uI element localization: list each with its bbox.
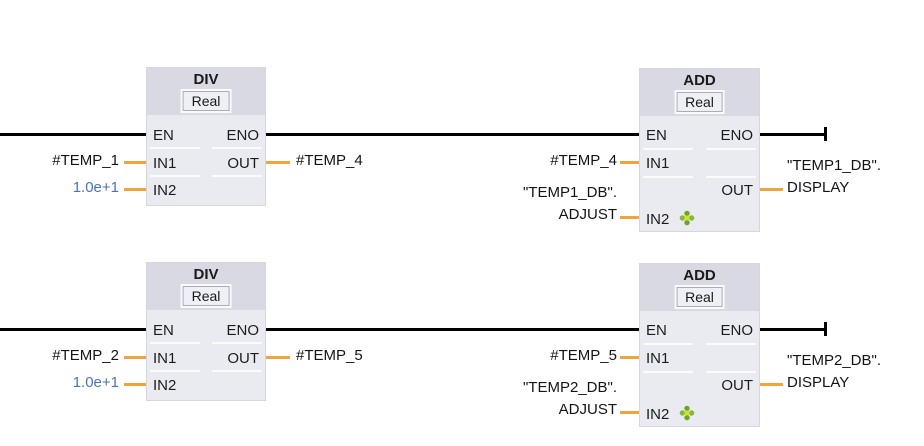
port-en: EN [153, 127, 174, 144]
port-separator [643, 176, 693, 178]
port-eno: ENO [720, 127, 753, 144]
port-out: OUT [721, 377, 753, 394]
operand-add-in2-line1[interactable]: "TEMP1_DB". [522, 184, 617, 201]
port-eno: ENO [226, 127, 259, 144]
port-eno: ENO [720, 322, 753, 339]
port-separator [150, 147, 200, 149]
operand-div-out[interactable]: #TEMP_4 [296, 152, 363, 169]
port-in1: IN1 [153, 155, 177, 172]
block-title: ADD [683, 267, 716, 284]
port-separator [150, 370, 200, 372]
db-tag-icon [679, 210, 695, 226]
operand-add-out-line2[interactable]: DISPLAY [787, 374, 850, 391]
port-separator [643, 148, 693, 150]
eno-wire-middle [266, 328, 639, 331]
operand-div-in2[interactable]: 1.0e+1 [72, 179, 119, 196]
eno-wire-middle [266, 133, 639, 136]
wire-div-out [266, 161, 290, 164]
wire-div-in2 [124, 188, 146, 191]
wire-div-in1 [124, 161, 146, 164]
wire-div-in2 [124, 383, 146, 386]
data-type-select[interactable]: Real [182, 286, 230, 306]
port-separator [150, 175, 200, 177]
port-separator [212, 175, 262, 177]
operand-add-in2-line2[interactable]: ADJUST [558, 401, 617, 418]
port-en: EN [646, 322, 667, 339]
operand-add-in1[interactable]: #TEMP_4 [550, 152, 617, 169]
port-in1: IN1 [646, 155, 670, 172]
port-in2: IN2 [153, 377, 177, 394]
data-type-select[interactable]: Real [182, 91, 230, 111]
operand-div-in1[interactable]: #TEMP_2 [52, 347, 119, 364]
port-in1: IN1 [153, 350, 177, 367]
port-in2: IN2 [646, 211, 670, 228]
add-block[interactable]: ADD Real EN IN1 ENO OUT IN2 [639, 68, 760, 232]
port-separator [643, 371, 693, 373]
block-title: DIV [193, 266, 219, 283]
wire-div-out [266, 356, 290, 359]
power-rail-left [0, 133, 146, 136]
eno-wire-right [760, 133, 825, 136]
port-out: OUT [227, 155, 259, 172]
port-separator [212, 342, 262, 344]
data-type-select[interactable]: Real [676, 287, 723, 307]
add-block[interactable]: ADD Real EN IN1 ENO OUT IN2 [639, 263, 760, 427]
port-out: OUT [721, 182, 753, 199]
port-in2: IN2 [153, 182, 177, 199]
operand-add-in1[interactable]: #TEMP_5 [550, 347, 617, 364]
wire-add-out [760, 188, 783, 191]
operand-add-in2-line2[interactable]: ADJUST [558, 206, 617, 223]
div-block[interactable]: DIV Real EN IN1 IN2 ENO OUT [146, 67, 266, 206]
port-separator [706, 371, 756, 373]
operand-add-out-line2[interactable]: DISPLAY [787, 179, 850, 196]
port-separator [212, 370, 262, 372]
fbd-network-2: #TEMP_2 1.0e+1 #TEMP_5 #TEMP_5 "TEMP2_DB… [0, 195, 924, 435]
fbd-network-1: #TEMP_1 1.0e+1 #TEMP_4 #TEMP_4 "TEMP1_DB… [0, 67, 882, 232]
port-en: EN [646, 127, 667, 144]
operand-add-in2-line1[interactable]: "TEMP2_DB". [522, 379, 617, 396]
rail-end-terminal [824, 127, 827, 141]
rail-end-terminal [824, 322, 827, 336]
block-title: DIV [193, 71, 219, 88]
port-eno: ENO [226, 322, 259, 339]
port-in2: IN2 [646, 406, 670, 423]
port-out: OUT [227, 350, 259, 367]
div-block[interactable]: DIV Real EN IN1 IN2 ENO OUT [146, 262, 266, 401]
port-separator [706, 148, 756, 150]
wire-div-in1 [124, 356, 146, 359]
block-title: ADD [683, 72, 716, 89]
port-separator [212, 147, 262, 149]
operand-div-in1[interactable]: #TEMP_1 [52, 152, 119, 169]
data-type-select[interactable]: Real [676, 92, 723, 112]
wire-add-in1 [620, 161, 639, 164]
port-en: EN [153, 322, 174, 339]
eno-wire-right [760, 328, 825, 331]
port-separator [150, 342, 200, 344]
port-separator [706, 343, 756, 345]
port-in1: IN1 [646, 350, 670, 367]
operand-div-in2[interactable]: 1.0e+1 [72, 374, 119, 391]
operand-div-out[interactable]: #TEMP_5 [296, 347, 363, 364]
wire-add-in1 [620, 356, 639, 359]
wire-add-in2 [620, 216, 639, 219]
wire-add-in2 [620, 411, 639, 414]
power-rail-left [0, 328, 146, 331]
port-separator [643, 343, 693, 345]
wire-add-out [760, 383, 783, 386]
db-tag-icon [679, 405, 695, 421]
operand-add-out-line1[interactable]: "TEMP2_DB". [787, 352, 882, 369]
port-separator [706, 176, 756, 178]
operand-add-out-line1[interactable]: "TEMP1_DB". [787, 157, 882, 174]
